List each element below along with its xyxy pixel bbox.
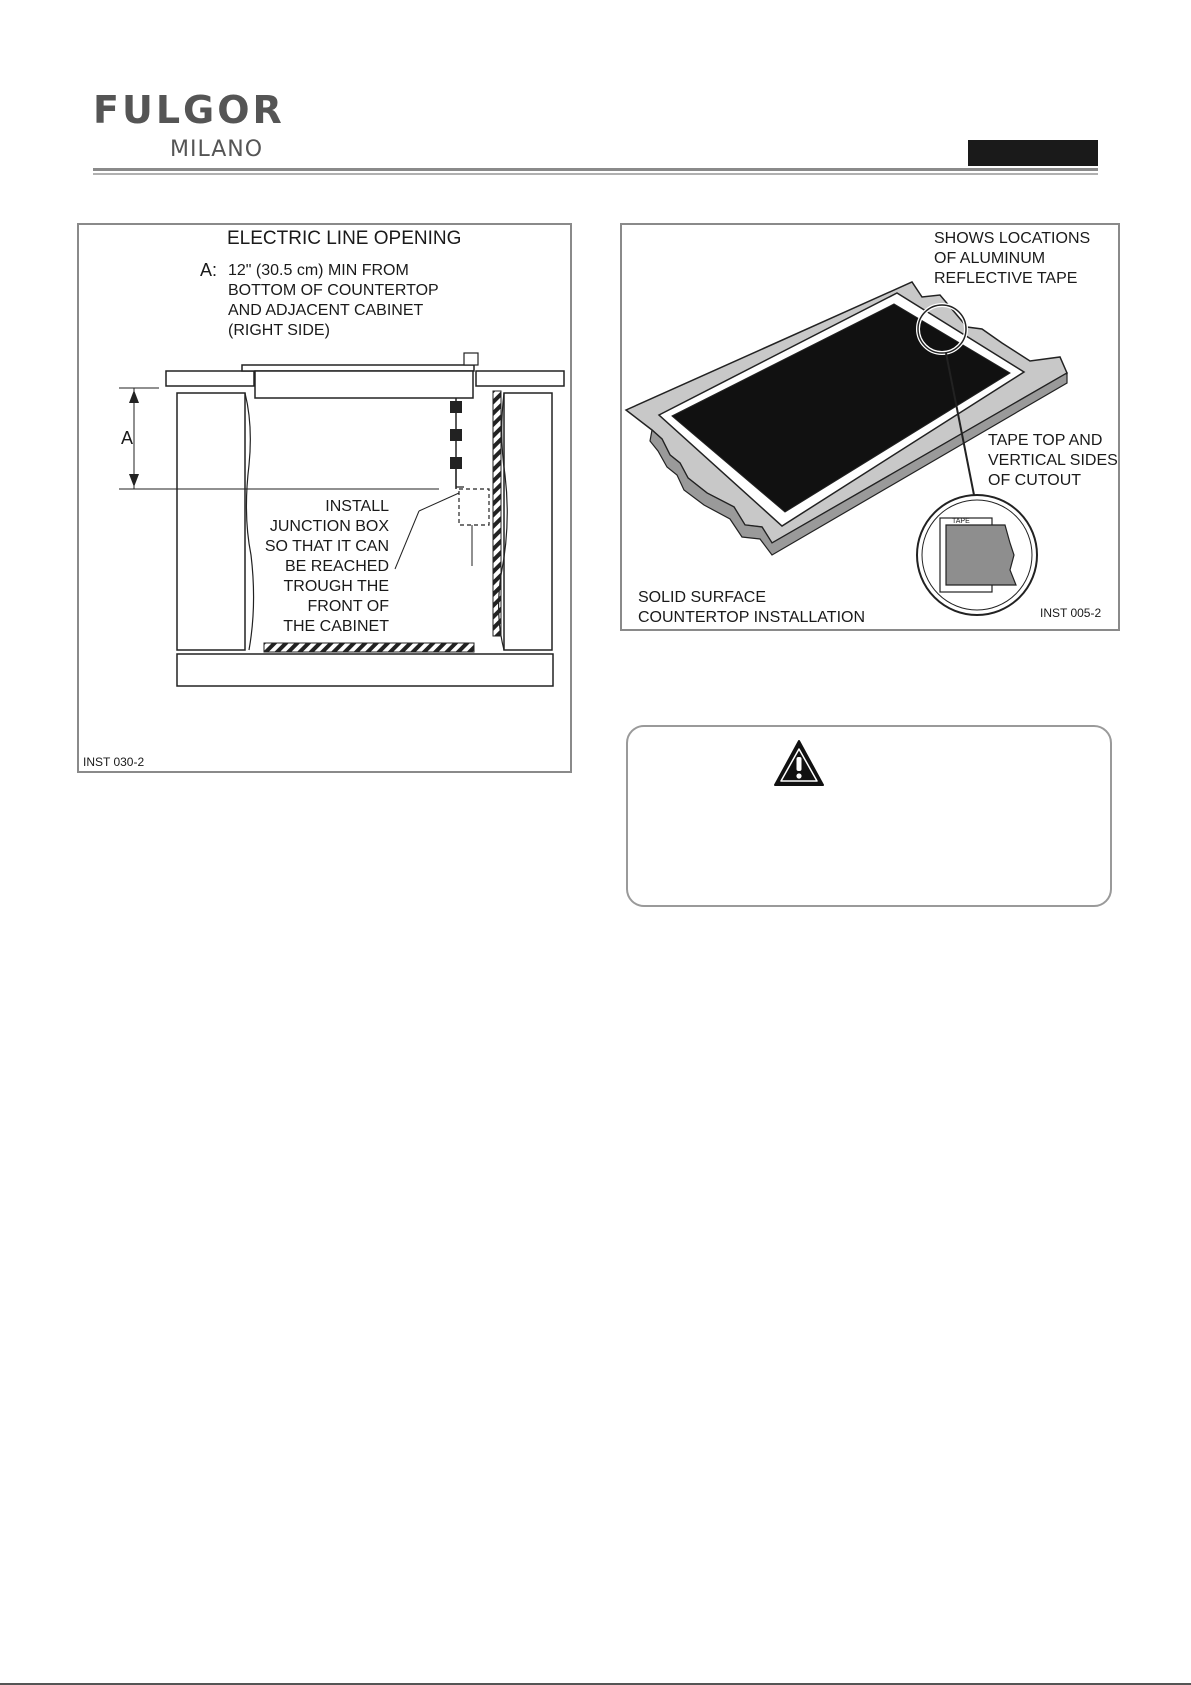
- hatched-floor: [263, 642, 475, 653]
- tape-location-circle: [917, 304, 967, 354]
- cooktop-knob: [463, 352, 479, 366]
- callout-line: OF ALUMINUM: [934, 250, 1046, 267]
- footer-divider: [0, 1683, 1191, 1685]
- cabinet-right: [503, 392, 553, 651]
- callout-line: REFLECTIVE TAPE: [934, 270, 1078, 287]
- cutout-opening: [671, 303, 1011, 513]
- detail-tape-label: TAPE: [952, 518, 970, 525]
- callout-line: VERTICAL SIDES: [988, 452, 1118, 469]
- figure-title: ELECTRIC LINE OPENING: [227, 228, 462, 249]
- callout-line: JUNCTION BOX: [269, 518, 389, 535]
- cabinet-left: [176, 392, 246, 651]
- callout-line: BE REACHED: [284, 558, 389, 575]
- countertop-left: [165, 370, 255, 387]
- cable-connector-3: [450, 457, 462, 469]
- countertop-edge: [649, 371, 1068, 556]
- brand-logo: FULGOR: [93, 88, 285, 132]
- callout-line: THE CABINET: [283, 618, 389, 635]
- tape-sides-callout: TAPE TOP AND VERTICAL SIDES OF CUTOUT: [988, 431, 1118, 491]
- junction-box-callout: INSTALL JUNCTION BOX SO THAT IT CAN BE R…: [249, 497, 389, 637]
- callout-line: TAPE TOP AND: [988, 432, 1103, 449]
- warning-box: [626, 725, 1112, 907]
- header-divider: [93, 168, 1098, 171]
- dimension-note-line: (RIGHT SIDE): [228, 322, 330, 339]
- countertop-tape-drawing: [624, 281, 1068, 616]
- cooktop-body: [254, 370, 474, 399]
- cabinet-cross-section-drawing: [119, 352, 565, 687]
- dimension-note-line: 12" (30.5 cm) MIN FROM: [228, 262, 409, 279]
- electric-line-opening-figure: ELECTRIC LINE OPENING A: 12" (30.5 cm) M…: [77, 223, 572, 773]
- cabinet-base: [176, 653, 554, 687]
- countertop-right: [475, 370, 565, 387]
- callout-line: SO THAT IT CAN: [264, 538, 389, 555]
- header-divider-secondary: [93, 173, 1098, 175]
- caption-line: COUNTERTOP INSTALLATION: [638, 609, 866, 626]
- callout-line: INSTALL: [325, 498, 389, 515]
- brand-sub-logo: MILANO: [170, 137, 264, 162]
- cooktop-top-plate: [241, 364, 475, 372]
- dimension-note-line: BOTTOM OF COUNTERTOP: [228, 282, 439, 299]
- countertop-installation-figure: SHOWS LOCATIONS OF ALUMINUM REFLECTIVE T…: [620, 223, 1120, 631]
- dimension-note: 12" (30.5 cm) MIN FROM BOTTOM OF COUNTER…: [228, 261, 458, 341]
- callout-line: SHOWS LOCATIONS: [934, 230, 1091, 247]
- warning-triangle-icon: [774, 740, 824, 786]
- figure-code: INST 005-2: [1040, 606, 1102, 620]
- detail-countertop-piece: [945, 524, 1017, 586]
- figure-code: INST 030-2: [83, 755, 145, 769]
- callout-line: TROUGH THE: [283, 578, 389, 595]
- cable-connector-2: [450, 429, 462, 441]
- conduit: [492, 390, 502, 637]
- junction-box: [458, 488, 490, 526]
- installation-caption: SOLID SURFACE COUNTERTOP INSTALLATION: [638, 588, 898, 628]
- caption-line: SOLID SURFACE: [638, 589, 767, 606]
- dimension-marker-label: A: [121, 428, 134, 448]
- header-page-tab: [968, 140, 1098, 166]
- tape-location-callout: SHOWS LOCATIONS OF ALUMINUM REFLECTIVE T…: [934, 229, 1114, 289]
- cable-connector-1: [450, 401, 462, 413]
- dimension-note-line: AND ADJACENT CABINET: [228, 302, 424, 319]
- callout-line: FRONT OF: [307, 598, 389, 615]
- callout-line: OF CUTOUT: [988, 472, 1082, 489]
- dimension-key: A:: [200, 260, 218, 280]
